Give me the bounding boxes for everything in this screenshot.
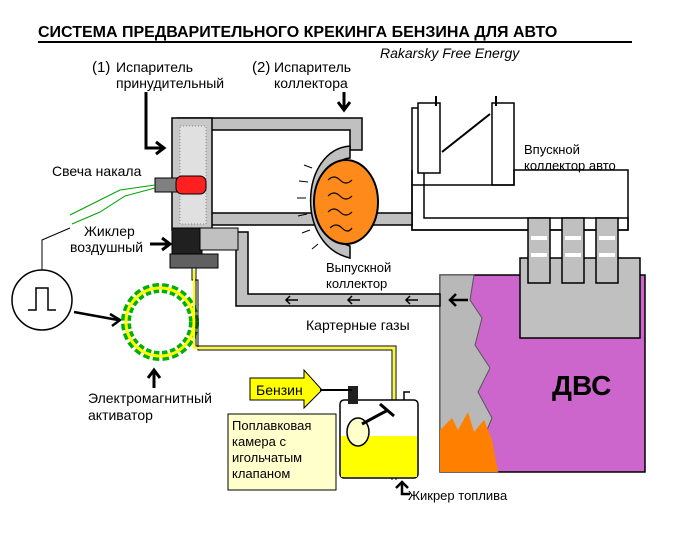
intake-throttle-right xyxy=(491,102,515,186)
float-chamber-label-box xyxy=(227,413,337,491)
air-jet-label-2: воздушный xyxy=(70,239,143,255)
float-chamber-label-4: клапаном xyxy=(232,466,290,481)
exhaust-collector-core xyxy=(313,159,379,245)
exhaust-collector-fins xyxy=(297,164,319,250)
intake-runner-box xyxy=(411,169,629,231)
evaporator-1-arrow xyxy=(144,92,167,156)
intake-runner-3 xyxy=(595,217,619,284)
vapor-pipe-to-intake xyxy=(209,212,413,226)
intake-runner-stripes xyxy=(531,236,615,257)
exhaust-manifold-label-1: Выпускной xyxy=(326,260,391,275)
intake-runner-1 xyxy=(527,217,551,284)
pulse-generator xyxy=(11,269,73,331)
intake-manifold-label-2: коллектор авто xyxy=(524,158,616,173)
pulse-waveform-icon xyxy=(28,287,56,311)
exhaust-manifold-label-2: коллектор xyxy=(326,276,387,291)
intake-throttle-plate xyxy=(441,113,491,153)
evaporator-2-label-2: коллектора xyxy=(274,75,348,91)
glow-plug-label: Свеча накала xyxy=(52,163,142,179)
float-chamber-label-3: игольчатым xyxy=(232,450,302,465)
crankcase-entry-arrow xyxy=(448,293,468,307)
pulse-wire xyxy=(41,227,71,270)
evaporator-1-number: (1) xyxy=(92,59,110,76)
pulse-to-activator-arrow xyxy=(73,310,123,327)
evaporator-base xyxy=(169,253,219,269)
evaporator-2-arrow xyxy=(336,92,352,113)
evaporator-1-label-1: Испаритель xyxy=(116,59,193,75)
engine-cutaway-flame xyxy=(440,412,498,472)
activator-label-2: активатор xyxy=(88,407,153,423)
float-chamber-vent xyxy=(403,391,410,400)
gasoline-inlet-arrow xyxy=(249,368,323,410)
gasoline-label: Бензин xyxy=(256,382,303,398)
exhaust-flow-waves xyxy=(327,176,353,232)
activator-arrow xyxy=(146,367,162,388)
float-body xyxy=(346,417,370,447)
diagram-title: СИСТЕМА ПРЕДВАРИТЕЛЬНОГО КРЕКИНГА БЕНЗИН… xyxy=(38,24,557,41)
diagram-subtitle: Rakarsky Free Energy xyxy=(380,45,520,61)
glow-plug-wires xyxy=(69,184,156,225)
evaporator-2-number: (2) xyxy=(252,59,270,76)
air-jet-arrow xyxy=(150,236,173,252)
crankcase-gas-pipe xyxy=(235,231,441,307)
intake-throttle-left xyxy=(417,102,441,174)
intake-runner-2 xyxy=(561,217,585,284)
air-jet-side xyxy=(199,227,239,251)
crankcase-gases-label: Картерные газы xyxy=(306,317,410,333)
engine-head xyxy=(519,257,641,339)
intake-manifold-label-1: Впускной xyxy=(524,142,580,157)
fuel-jet-label: Жикрер топлива xyxy=(408,488,508,503)
activator-label-1: Электромагнитный xyxy=(88,390,212,406)
float-lever xyxy=(361,402,395,426)
air-jet-label-1: Жиклер xyxy=(84,223,135,239)
float-chamber-label-2: камера с xyxy=(232,434,286,449)
evaporator-2-label-1: Испаритель xyxy=(274,59,351,75)
engine-label: ДВС xyxy=(552,370,611,401)
air-jet-block xyxy=(171,227,203,257)
electromagnetic-activator-core xyxy=(124,286,196,358)
glow-plug-body xyxy=(154,177,178,193)
glow-plug-tip xyxy=(175,175,207,195)
crankcase-flow-arrows xyxy=(284,295,418,305)
fuel-jet-arrow xyxy=(395,480,410,496)
needle-valve xyxy=(348,386,358,404)
float-chamber-label-1: Поплавковая xyxy=(232,418,311,433)
forced-evaporator-mesh xyxy=(179,125,207,225)
evaporator-1-label-2: принудительный xyxy=(116,75,224,91)
